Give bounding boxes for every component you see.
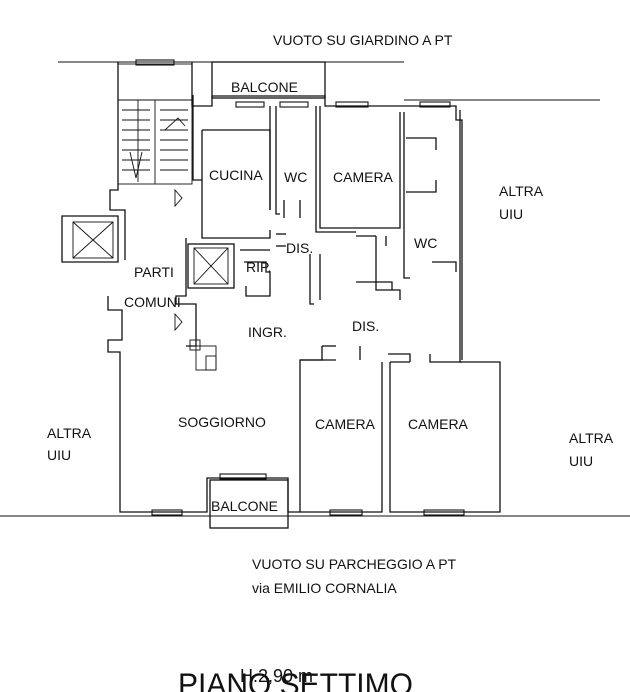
dis-label: DIS. bbox=[352, 318, 379, 334]
rip-label: RIP. bbox=[246, 259, 271, 275]
altra-uiu-right-bottom-line1: ALTRA bbox=[569, 430, 614, 446]
camera-top-label: CAMERA bbox=[333, 169, 394, 185]
bottom-note-1: VUOTO SU PARCHEGGIO A PT bbox=[252, 556, 457, 572]
altra-uiu-left-line2: UIU bbox=[47, 447, 71, 463]
windows bbox=[135, 59, 465, 516]
cucina-label: CUCINA bbox=[209, 167, 263, 183]
dis-small-label: DIS. bbox=[286, 240, 313, 256]
elevator bbox=[187, 243, 235, 289]
stairwell bbox=[117, 63, 193, 185]
landing-mark-lower bbox=[174, 312, 183, 332]
camera-mid-label: CAMERA bbox=[315, 416, 376, 432]
boundary-lines bbox=[0, 61, 630, 517]
outer-walls bbox=[61, 62, 501, 513]
camera-right-label: CAMERA bbox=[408, 416, 469, 432]
wc-right-label: WC bbox=[414, 235, 437, 251]
parti-comuni-line1: PARTI bbox=[134, 264, 174, 280]
soggiorno-label: SOGGIORNO bbox=[178, 414, 266, 430]
ingr-label: INGR. bbox=[248, 324, 287, 340]
altra-uiu-right-top-line1: ALTRA bbox=[499, 183, 544, 199]
height-note: H.2,90 m bbox=[240, 666, 313, 686]
balcony-bottom bbox=[209, 479, 289, 529]
parti-comuni-line2: COMUNI bbox=[124, 294, 181, 310]
altra-uiu-right-top-line2: UIU bbox=[499, 206, 523, 222]
balcone-bottom-label: BALCONE bbox=[211, 498, 278, 514]
altra-uiu-left-line1: ALTRA bbox=[47, 425, 92, 441]
balcony-top bbox=[211, 61, 326, 99]
top-note: VUOTO SU GIARDINO A PT bbox=[273, 32, 453, 48]
wall-details bbox=[189, 200, 361, 371]
landing-mark-upper bbox=[174, 188, 183, 208]
balcone-top-label: BALCONE bbox=[231, 79, 298, 95]
floor-title: PIANO SETTIMO bbox=[178, 666, 413, 692]
bottom-note-2: via EMILIO CORNALIA bbox=[252, 580, 397, 596]
interior-walls bbox=[175, 106, 462, 363]
wc-top-label: WC bbox=[284, 169, 307, 185]
altra-uiu-right-bottom-line2: UIU bbox=[569, 453, 593, 469]
